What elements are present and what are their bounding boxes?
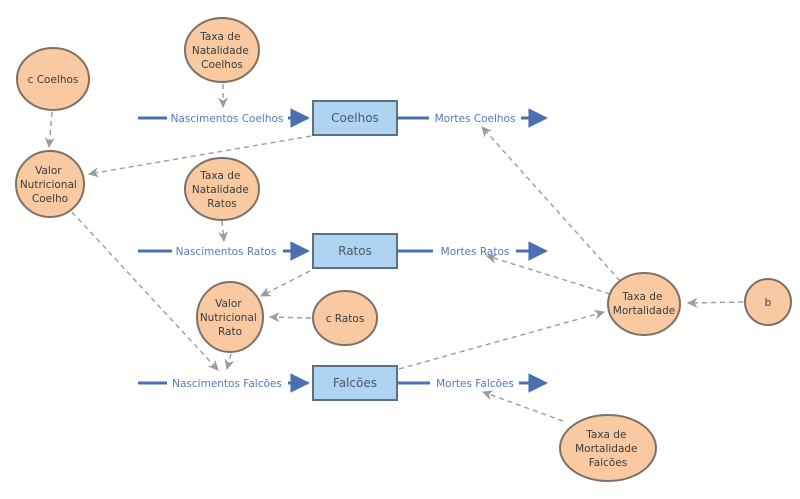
flow-nascimentos-coelhos[interactable]: Nascimentos Coelhos bbox=[138, 108, 310, 128]
label-line: Rato bbox=[218, 326, 242, 338]
flow-mortes-falcoes[interactable]: Mortes Falcões bbox=[397, 373, 548, 393]
label-line: Taxa de bbox=[199, 170, 240, 182]
link-falcoes-to-taxa-mortalidade[interactable] bbox=[398, 309, 606, 370]
label-line: Valor bbox=[215, 298, 242, 310]
variable-taxa-natalidade-coelhos[interactable]: Taxa de Natalidade Coelhos bbox=[184, 17, 260, 83]
variable-circle bbox=[312, 290, 378, 346]
label-line: Nutricional bbox=[200, 312, 257, 324]
link-b-to-taxa-mortalidade[interactable] bbox=[686, 297, 744, 308]
variable-circle bbox=[196, 281, 264, 353]
label-line: Coelho bbox=[32, 193, 68, 205]
stock-box-ratos bbox=[312, 233, 398, 269]
label-line: Taxa de bbox=[621, 291, 662, 303]
flow-nascimentos-ratos[interactable]: Nascimentos Ratos bbox=[138, 241, 310, 261]
stock-ratos[interactable]: Ratos bbox=[312, 233, 398, 269]
flow-label-nascimentos-coelhos: Nascimentos Coelhos bbox=[171, 113, 284, 125]
variable-b[interactable]: b bbox=[744, 278, 792, 326]
label-line: Coelhos bbox=[201, 59, 243, 71]
flow-mortes-coelhos[interactable]: Mortes Coelhos bbox=[397, 108, 548, 128]
label-line: Natalidade bbox=[192, 184, 249, 196]
stock-box-coelhos bbox=[312, 100, 398, 136]
variable-c-ratos[interactable]: c Ratos bbox=[312, 290, 378, 346]
variable-valor-nutricional-rato[interactable]: Valor Nutricional Rato bbox=[196, 281, 264, 353]
flow-label-mortes-ratos: Mortes Ratos bbox=[441, 246, 510, 258]
label-line: Valor bbox=[35, 165, 62, 177]
variable-taxa-mortalidade[interactable]: Taxa de Mortalidade bbox=[607, 272, 681, 336]
label-line: Taxa de bbox=[585, 429, 626, 441]
label-line: Nutricional bbox=[20, 179, 77, 191]
label-line: Mortalidade bbox=[575, 443, 637, 455]
variable-label-c-ratos: c Ratos bbox=[326, 313, 365, 325]
variable-circle bbox=[184, 157, 260, 221]
variable-label-taxa-natalidade-coelhos: Taxa de Natalidade Coelhos bbox=[192, 31, 252, 71]
variable-circle bbox=[744, 278, 792, 326]
variable-label-c-coelhos: c Coelhos bbox=[28, 74, 79, 86]
variable-circle bbox=[559, 414, 657, 482]
stock-falcoes[interactable]: Falcões bbox=[312, 365, 398, 401]
label-line: Mortalidade bbox=[613, 305, 675, 317]
flow-label-nascimentos-ratos: Nascimentos Ratos bbox=[176, 246, 277, 258]
stock-label-coelhos: Coelhos bbox=[331, 111, 379, 125]
variable-circle bbox=[607, 272, 681, 336]
flow-nascimentos-falcoes[interactable]: Nascimentos Falcões bbox=[138, 373, 310, 393]
flow-mortes-ratos[interactable]: Mortes Ratos bbox=[397, 241, 548, 261]
variable-taxa-mortalidade-falcoes[interactable]: Taxa de Mortalidade Falcões bbox=[559, 414, 657, 482]
link-c-ratos-to-valor-nutricional-rato[interactable] bbox=[268, 312, 312, 323]
variable-circle bbox=[16, 47, 90, 111]
flow-label-nascimentos-falcoes: Nascimentos Falcões bbox=[172, 378, 282, 390]
variable-label-b: b bbox=[765, 297, 772, 309]
flow-label-mortes-falcoes: Mortes Falcões bbox=[436, 378, 514, 390]
variable-circle bbox=[184, 17, 260, 83]
link-coelhos-to-valor-nutricional-coelho[interactable] bbox=[87, 135, 312, 178]
link-c-coelhos-to-valor-nutricional-coelho[interactable] bbox=[44, 111, 55, 149]
variable-valor-nutricional-coelho[interactable]: Valor Nutricional Coelho bbox=[15, 150, 85, 218]
stock-label-ratos: Ratos bbox=[338, 244, 372, 258]
link-taxa-natalidade-ratos-to-nascimentos-ratos[interactable] bbox=[218, 220, 229, 243]
link-valor-nutricional-coelho-to-nascimentos-falcoes[interactable] bbox=[71, 211, 219, 371]
link-taxa-mortalidade-falcoes-to-mortes-falcoes[interactable] bbox=[481, 390, 564, 422]
variable-taxa-natalidade-ratos[interactable]: Taxa de Natalidade Ratos bbox=[184, 157, 260, 221]
variable-label-valor-nutricional-rato: Valor Nutricional Rato bbox=[200, 298, 260, 338]
variable-label-taxa-mortalidade: Taxa de Mortalidade bbox=[613, 291, 675, 317]
link-valor-nutricional-rato-to-nascimentos-falcoes[interactable] bbox=[224, 353, 235, 371]
label-line: Natalidade bbox=[192, 45, 249, 57]
flow-label-mortes-coelhos: Mortes Coelhos bbox=[435, 113, 516, 125]
link-taxa-mortalidade-to-mortes-ratos[interactable] bbox=[485, 253, 611, 295]
label-line: Ratos bbox=[207, 198, 237, 210]
variable-label-taxa-mortalidade-falcoes: Taxa de Mortalidade Falcões bbox=[575, 429, 641, 469]
variable-label-taxa-natalidade-ratos: Taxa de Natalidade Ratos bbox=[192, 170, 252, 210]
link-taxa-mortalidade-to-mortes-coelhos[interactable] bbox=[481, 126, 621, 282]
stock-coelhos[interactable]: Coelhos bbox=[312, 100, 398, 136]
variable-label-valor-nutricional-coelho: Valor Nutricional Coelho bbox=[20, 165, 80, 205]
variable-c-coelhos[interactable]: c Coelhos bbox=[16, 47, 90, 111]
label-line: Taxa de bbox=[199, 31, 240, 43]
link-ratos-to-valor-nutricional-rato[interactable] bbox=[260, 270, 311, 297]
stock-label-falcoes: Falcões bbox=[333, 376, 377, 390]
label-line: Falcões bbox=[589, 457, 628, 469]
stock-box-falcoes bbox=[312, 365, 398, 401]
variable-circle bbox=[15, 150, 85, 218]
